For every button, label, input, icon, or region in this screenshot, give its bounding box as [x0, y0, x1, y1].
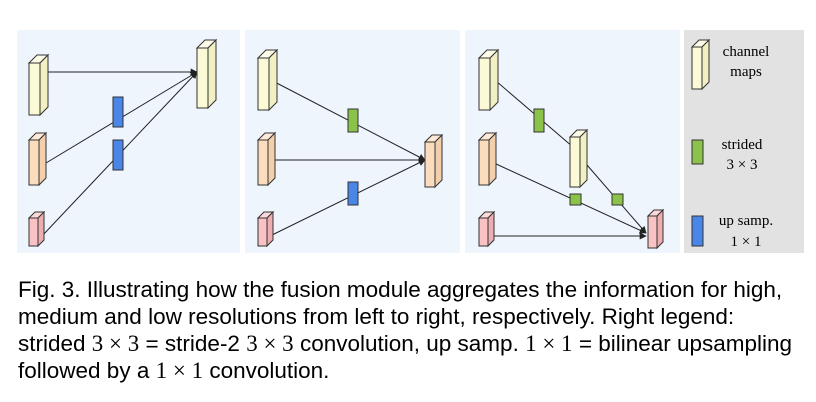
panel-2-low-input	[256, 210, 275, 248]
panel-3-intermediate-map	[568, 128, 589, 189]
legend-channel-maps-line1: channel	[723, 44, 770, 60]
panel-2-high-input	[256, 48, 279, 112]
legend-strided-icon	[691, 139, 704, 165]
legend-upsamp-line2: 1 × 1	[731, 234, 762, 250]
panel-1-low-input	[27, 210, 46, 248]
caption-part-2: = stride-2	[139, 331, 247, 356]
panel-3-low-input	[477, 210, 496, 248]
caption-part-1: Fig. 3. Illustrating how the fusion modu…	[18, 277, 783, 356]
panel-1-high-input	[27, 53, 50, 117]
panel-medium-resolution	[245, 30, 460, 253]
legend-strided-line1: strided	[722, 137, 763, 153]
panel-1-upsamp-block-2	[112, 139, 124, 171]
panel-3-high-input	[477, 48, 500, 112]
panel-1-medium-input	[27, 131, 48, 187]
caption-math-2: 3 × 3	[246, 331, 294, 356]
panel-1-upsamp-block-1	[112, 96, 124, 128]
caption-part-5: convolution.	[203, 358, 330, 383]
panel-3-strided-block-2	[569, 193, 582, 206]
legend-upsamp-icon	[691, 215, 704, 247]
legend-channel-maps-line2: maps	[730, 64, 762, 80]
panel-2-medium-output	[423, 133, 444, 189]
caption-part-4: = bilinear upsampling followed by a	[18, 331, 793, 383]
legend-upsamp-line1: up samp.	[719, 213, 773, 229]
panel-2-upsamp-block	[347, 181, 359, 206]
caption-math-4: 1 × 1	[155, 358, 204, 383]
caption-part-3: convolution, up samp.	[293, 331, 526, 356]
panel-2-strided-block	[347, 108, 359, 133]
panel-3-medium-input	[477, 131, 498, 187]
panel-3-low-output	[646, 208, 665, 250]
panel-2-medium-input	[256, 131, 277, 187]
panel-3-strided-block-3	[611, 193, 624, 206]
panel-3-strided-block-1	[533, 108, 545, 133]
panel-1-high-output	[195, 38, 218, 110]
caption-math-1: 3 × 3	[91, 331, 140, 356]
legend-channel-maps-icon	[690, 38, 711, 91]
caption-math-3: 1 × 1	[525, 331, 573, 356]
legend-strided-line2: 3 × 3	[727, 157, 758, 173]
figure-caption: Fig. 3. Illustrating how the fusion modu…	[18, 276, 798, 384]
